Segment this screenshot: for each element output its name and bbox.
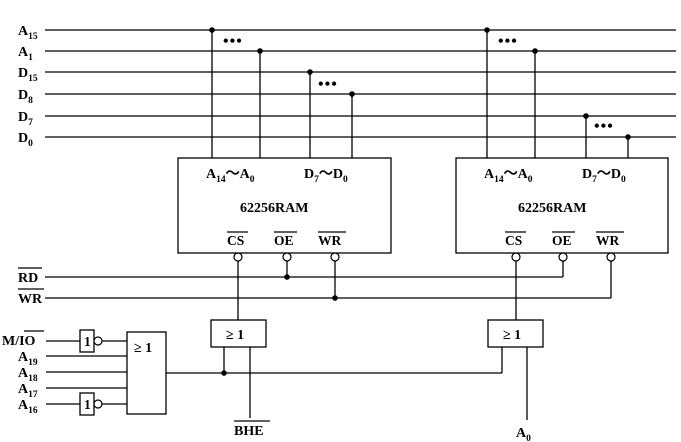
a0-label: A0 (516, 426, 531, 442)
decoder-or-gate-label: ≥ 1 (134, 341, 152, 356)
ram-chip-right-body (455, 157, 669, 254)
or-gate-left-body (210, 319, 267, 348)
inverter-mio-label: 1 (84, 334, 91, 349)
control-lines: RD WR (18, 261, 612, 307)
inversion-bubble (93, 399, 103, 409)
or-gate-right: ≥ 1 A0 (487, 261, 544, 442)
ram-right-addr-label: A14〜A0 (484, 167, 533, 185)
bus-label-a1: A1 (18, 45, 33, 63)
junction-dot (484, 27, 490, 33)
ram-right-wr-label: WR (596, 233, 620, 248)
ram-left-cs-label: CS (227, 233, 244, 248)
bus-label-d7: D7 (18, 110, 33, 128)
ram-chip-right: A14〜A0 D7〜D0 62256RAM CS OE WR (455, 157, 669, 262)
or-gate-right-label: ≥ 1 (503, 328, 521, 343)
junction-dot (307, 69, 313, 75)
inversion-bubble (330, 252, 340, 262)
a17-label: A17 (18, 382, 38, 400)
inversion-bubble (93, 336, 103, 346)
decoder-or-gate: ≥ 1 (126, 331, 167, 415)
ram-right-oe-label: OE (552, 233, 572, 248)
inversion-bubble (606, 252, 616, 262)
or-gate-right-body (487, 319, 544, 348)
ram-right-cs-label: CS (505, 233, 522, 248)
junction-dot (209, 27, 215, 33)
rd-label: RD (18, 271, 38, 286)
a19-label: A19 (18, 350, 38, 368)
bus-label-d8: D8 (18, 88, 33, 106)
junction-dot (257, 48, 263, 54)
right-ram-bus-taps: ••• ••• (484, 27, 631, 158)
or-gate-left-label: ≥ 1 (226, 328, 244, 343)
ram-right-name: 62256RAM (518, 201, 586, 216)
mio-label: M/IO (2, 334, 36, 349)
bus-labels: A15 A1 D15 D8 D7 D0 (18, 24, 38, 149)
bhe-label: BHE (234, 424, 264, 439)
junction-dot (349, 91, 355, 97)
junction-dot (625, 134, 631, 140)
ellipsis-right-addr: ••• (498, 33, 518, 50)
ram-left-name: 62256RAM (240, 201, 308, 216)
ram-chip-left: A14〜A0 D7〜D0 62256RAM CS OE WR (177, 157, 392, 262)
ellipsis-right-data: ••• (594, 118, 614, 135)
a18-label: A18 (18, 366, 38, 384)
or-gate-left: ≥ 1 BHE (210, 261, 270, 439)
bus-label-d0: D0 (18, 131, 33, 149)
ram-left-wr-label: WR (318, 233, 342, 248)
bus-lines (45, 29, 676, 138)
left-ram-bus-taps: ••• ••• (209, 27, 355, 158)
bus-label-a15: A15 (18, 24, 38, 42)
inversion-bubble (233, 252, 243, 262)
decoder-inputs: M/IO 1 A19 A18 A17 A16 1 (2, 329, 127, 416)
junction-dot (532, 48, 538, 54)
a16-label: A16 (18, 398, 38, 416)
wr-label: WR (18, 292, 43, 307)
inverter-a16-label: 1 (84, 397, 91, 412)
ram-chip-left-body (177, 157, 392, 254)
ram-left-oe-label: OE (274, 233, 294, 248)
bus-label-d15: D15 (18, 66, 38, 84)
ram-right-data-label: D7〜D0 (582, 167, 626, 185)
ram-left-data-label: D7〜D0 (304, 167, 348, 185)
inversion-bubble (511, 252, 521, 262)
ellipsis-left-data: ••• (318, 76, 338, 93)
junction-dot (583, 113, 589, 119)
inversion-bubble (282, 252, 292, 262)
ellipsis-left-addr: ••• (223, 33, 243, 50)
decoder-or-gate-body (126, 331, 167, 415)
ram-left-addr-label: A14〜A0 (206, 167, 255, 185)
inversion-bubble (558, 252, 568, 262)
